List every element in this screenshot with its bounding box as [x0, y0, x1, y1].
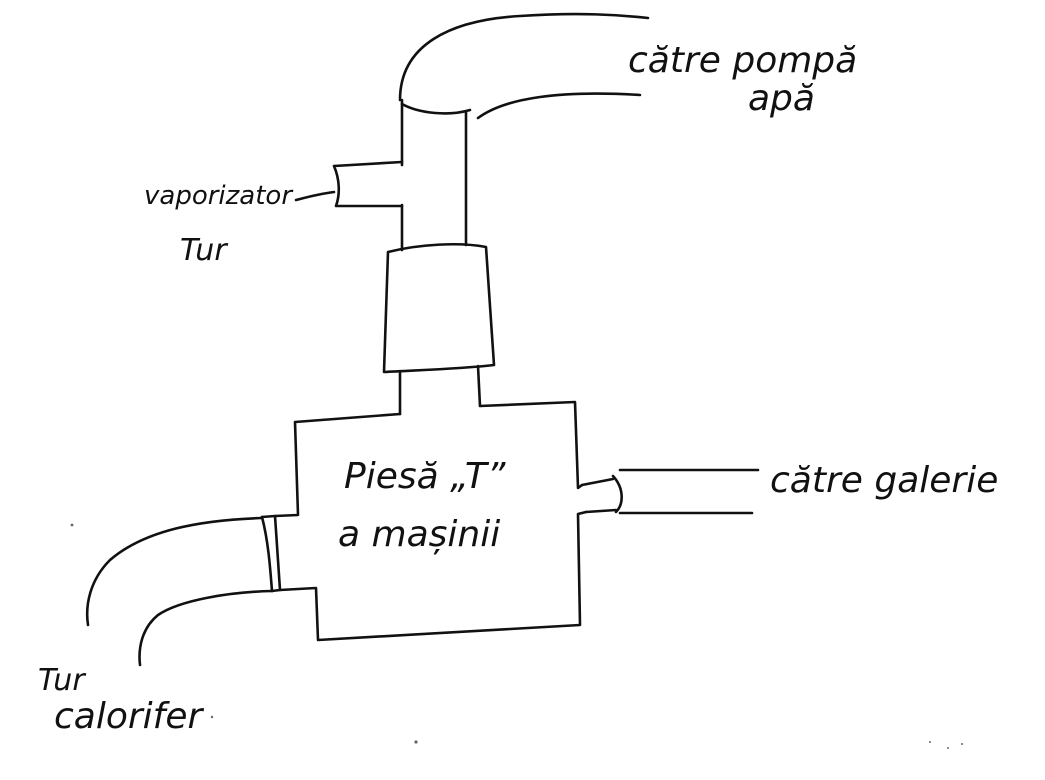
left-hose-clamp	[260, 515, 274, 593]
label-heater-line2: calorifer	[54, 696, 205, 737]
t-piece-body	[273, 400, 588, 642]
label-manifold: către galerie	[770, 460, 998, 501]
radiator-hose-outer	[85, 516, 264, 627]
label-vaporizator-line1: vaporizator	[144, 181, 294, 211]
upper-pipe-top-opening	[400, 102, 472, 115]
vaporizer-leader-line	[294, 190, 336, 202]
pump-hose-inner	[476, 92, 642, 120]
label-t-piece-line2: a mașinii	[338, 514, 500, 555]
pump-hose-outer	[398, 12, 650, 102]
right-hose-clamp	[611, 474, 623, 514]
radiator-hose-inner	[138, 589, 274, 667]
label-pump-line2: apă	[748, 78, 815, 119]
right-stub	[580, 477, 618, 514]
vaporizer-branch	[332, 160, 404, 208]
label-heater-line1: Tur	[38, 663, 86, 698]
coupling-sleeve	[382, 242, 496, 374]
manifold-hose	[618, 468, 760, 515]
label-vaporizator-line2: Tur	[180, 233, 228, 268]
label-t-piece-line1: Piesă „T”	[344, 456, 506, 497]
left-stub	[260, 514, 282, 593]
scan-specks	[70, 523, 963, 749]
label-pump-line1: către pompă	[628, 40, 857, 81]
connector-pipe	[398, 364, 482, 416]
